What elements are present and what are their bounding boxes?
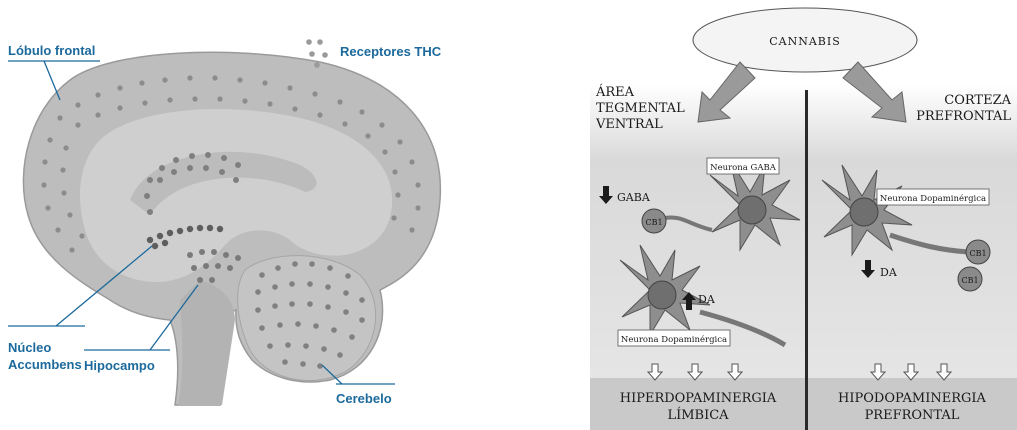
outcome-right-line2: PREFRONTAL [865,408,960,423]
nucleus-label-line1: Núcleo [8,340,51,355]
da-neuron-right-label: Neurona Dopaminérgica [880,193,986,204]
receptors-label: Receptores THC [340,44,442,59]
brainstem-shape [178,280,235,405]
da-change-left-label: DA [698,293,716,306]
da-neuron-left-label: Neurona Dopaminérgica [621,334,727,345]
gaba-neuron-label: Neurona GABA [710,163,777,173]
pfc-label-line1: CORTEZA [944,93,1011,108]
outcome-left-line1: HIPERDOPAMINERGIA [620,391,777,406]
hippocampus-label: Hipocampo [84,358,155,373]
brain-illustration: Receptores THC Lóbulo frontal Núcleo Acc… [0,0,470,430]
region-divider [805,90,808,430]
cb1-label-right-top: CB1 [969,249,986,258]
vta-label-line3: VENTRAL [595,117,663,132]
pfc-label-line2: PREFRONTAL [916,109,1011,124]
frontal-leader-line [44,61,60,100]
cannabis-label: CANNABIS [769,35,841,48]
outcome-left-line2: LÍMBICA [667,407,729,423]
pathway-illustration: CANNABIS ÁREA TEGMENTAL VENTRAL CORTEZA … [590,0,1017,430]
cannabis-pathway-diagram: CANNABIS ÁREA TEGMENTAL VENTRAL CORTEZA … [590,0,1017,430]
cb1-label-left: CB1 [645,218,662,227]
outcome-right-line1: HIPODOPAMINERGIA [838,391,987,406]
da-change-right-label: DA [880,266,898,279]
cb1-label-right-bottom: CB1 [961,276,978,285]
cerebellum-shape [238,256,376,381]
vta-label-line2: TEGMENTAL [596,101,685,116]
gaba-change-label: GABA [617,191,651,204]
vta-label-line1: ÁREA [595,84,635,100]
cerebellum-label: Cerebelo [336,391,392,406]
frontal-lobe-label: Lóbulo frontal [8,43,95,58]
brain-diagram: Receptores THC Lóbulo frontal Núcleo Acc… [0,0,470,430]
nucleus-label-line2: Accumbens [8,357,82,372]
